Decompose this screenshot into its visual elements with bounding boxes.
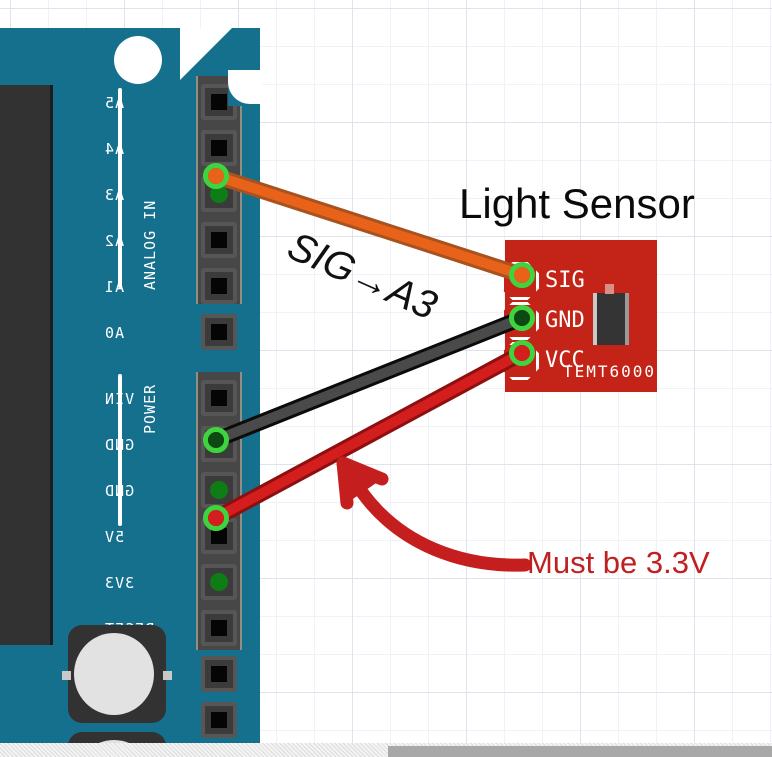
- pin-socket-ioref[interactable]: [201, 656, 237, 692]
- pin-label-vin-0: VIN: [104, 390, 135, 408]
- capacitor-top: [74, 633, 154, 715]
- pin-hole: [211, 232, 227, 248]
- pin-socket-5v[interactable]: [201, 518, 237, 554]
- pin-hole: [211, 140, 227, 156]
- pin-label-5v-3: 5V: [104, 528, 125, 546]
- pin-label-a4-1: A4: [104, 140, 125, 158]
- pin-socket-a1[interactable]: [201, 268, 237, 304]
- pin-socket-3v3[interactable]: [201, 564, 237, 600]
- pin-hole: [211, 324, 227, 340]
- pin-socket-vin[interactable]: [201, 380, 237, 416]
- pin-label-gnd-2: GND: [104, 482, 135, 500]
- pin-hole: [211, 620, 227, 636]
- pin-hole: [211, 666, 227, 682]
- pin-hole: [211, 94, 227, 110]
- pin-socket-blank[interactable]: [201, 702, 237, 738]
- phototransistor-chip: [593, 293, 629, 345]
- pin-label-a2-3: A2: [104, 232, 125, 250]
- pin-hole: [210, 185, 228, 203]
- pin-label-3v3-4: 3V3: [104, 574, 135, 592]
- pin-label-a0-5: A0: [104, 324, 125, 342]
- sensor-pin-label-gnd: GND: [545, 308, 585, 333]
- capacitor-tab: [163, 671, 172, 680]
- silkscreen-rule-analog: [118, 88, 122, 288]
- pin-hole: [211, 278, 227, 294]
- capacitor-tab: [62, 671, 71, 680]
- pin-label-a1-4: A1: [104, 278, 125, 296]
- pin-hole: [210, 573, 228, 591]
- pin-hole: [211, 712, 227, 728]
- pin-label-a5-0: A5: [104, 94, 125, 112]
- voltage-warning-note: Must be 3.3V: [527, 545, 710, 580]
- light-sensor-breakout-board[interactable]: SIG GND VCC TEMT6000: [501, 240, 657, 392]
- silkscreen-rule-power: [118, 374, 122, 526]
- pin-hole: [211, 390, 227, 406]
- pin-hole: [210, 481, 228, 499]
- horizontal-scrollbar[interactable]: [0, 743, 772, 757]
- pin-socket-a4[interactable]: [201, 130, 237, 166]
- sensor-part-number-silk: TEMT6000: [563, 362, 657, 381]
- board-corner-bevel: [180, 28, 232, 80]
- pin-label-gnd-1: GND: [104, 436, 135, 454]
- pin-hole: [211, 528, 227, 544]
- pin-socket-reset[interactable]: [201, 610, 237, 646]
- light-sensor-title: Light Sensor: [459, 180, 695, 227]
- sensor-pin-label-vcc: VCC: [545, 348, 585, 373]
- mounting-hole: [114, 36, 162, 84]
- usb-connector: [0, 85, 53, 645]
- annotation-arrow-icon: [336, 456, 532, 572]
- pin-socket-a0[interactable]: [201, 314, 237, 350]
- horizontal-scrollbar-thumb[interactable]: [388, 746, 772, 757]
- pin-socket-a2[interactable]: [201, 222, 237, 258]
- sensor-pin-label-sig: SIG: [545, 268, 585, 293]
- pin-label-a3-2: A3: [104, 186, 125, 204]
- capacitor: [62, 625, 172, 723]
- chip-polarity-mark: [605, 284, 614, 294]
